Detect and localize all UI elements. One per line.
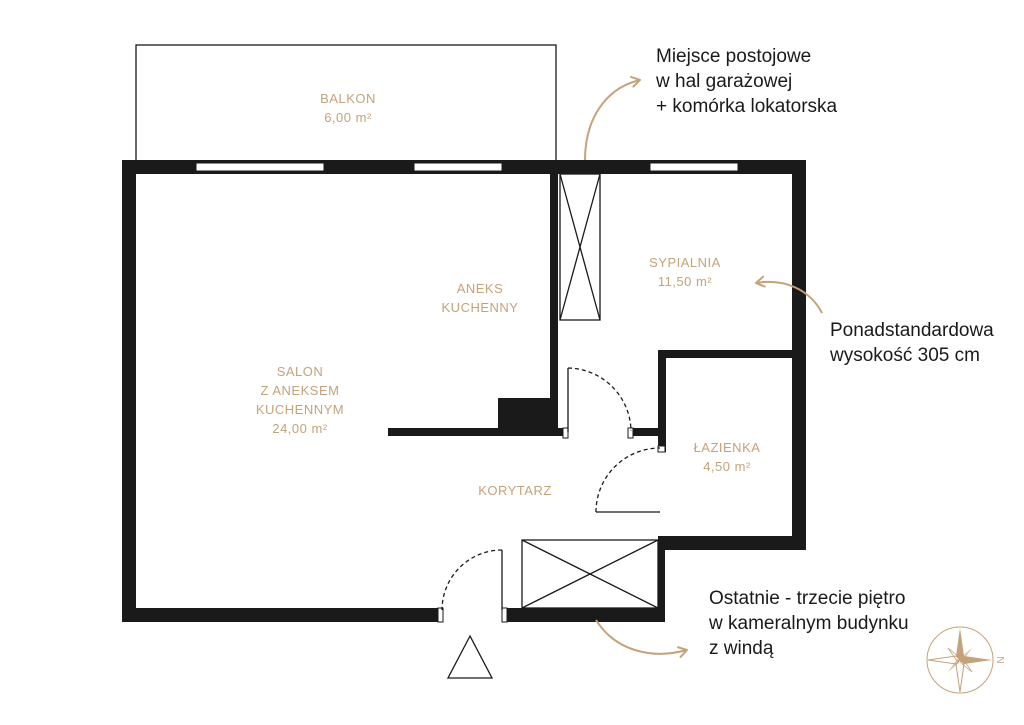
lazienka-name: ŁAZIENKA [694, 440, 761, 455]
floor-note-line3: z windą [709, 638, 774, 659]
floor-arrow [595, 619, 688, 658]
parking-note-line2: w hal garażowej [655, 71, 792, 92]
interior-walls [388, 174, 806, 452]
aneks-line1: ANEKS [457, 281, 504, 296]
height-arrow [755, 275, 823, 314]
salon-area: 24,00 m² [272, 421, 327, 436]
balkon-name: BALKON [320, 91, 376, 106]
salon-line2: Z ANEKSEM [261, 383, 340, 398]
entrance-marker [446, 634, 494, 679]
salon-line3: KUCHENNYM [256, 402, 344, 417]
height-note-line2: wysokość 305 cm [829, 345, 980, 366]
parking-note-line3: + komórka lokatorska [656, 96, 838, 117]
aneks-line2: KUCHENNY [442, 300, 519, 315]
sypialnia-area: 11,50 m² [658, 274, 713, 289]
doors [441, 367, 661, 611]
compass-north-label: N [996, 656, 1007, 663]
sypialnia-name: SYPIALNIA [649, 255, 721, 270]
door-jambs [437, 427, 666, 623]
height-note-line1: Ponadstandardowa [830, 320, 994, 341]
lazienka-area: 4,50 m² [703, 459, 751, 474]
compass-rose-icon [926, 626, 994, 694]
balkon-area: 6,00 m² [324, 110, 372, 125]
ventilation-shaft [559, 173, 601, 321]
floor-note-line1: Ostatnie - trzecie piętro [709, 588, 905, 609]
parking-arrow [584, 75, 641, 161]
floor-note-line2: w kameralnym budynku [708, 613, 909, 634]
korytarz-name: KORYTARZ [478, 483, 552, 498]
exterior-walls [122, 160, 806, 622]
salon-line1: SALON [277, 364, 324, 379]
elevator-shaft [521, 539, 659, 609]
windows [195, 162, 739, 172]
parking-note-line1: Miejsce postojowe [656, 46, 811, 67]
